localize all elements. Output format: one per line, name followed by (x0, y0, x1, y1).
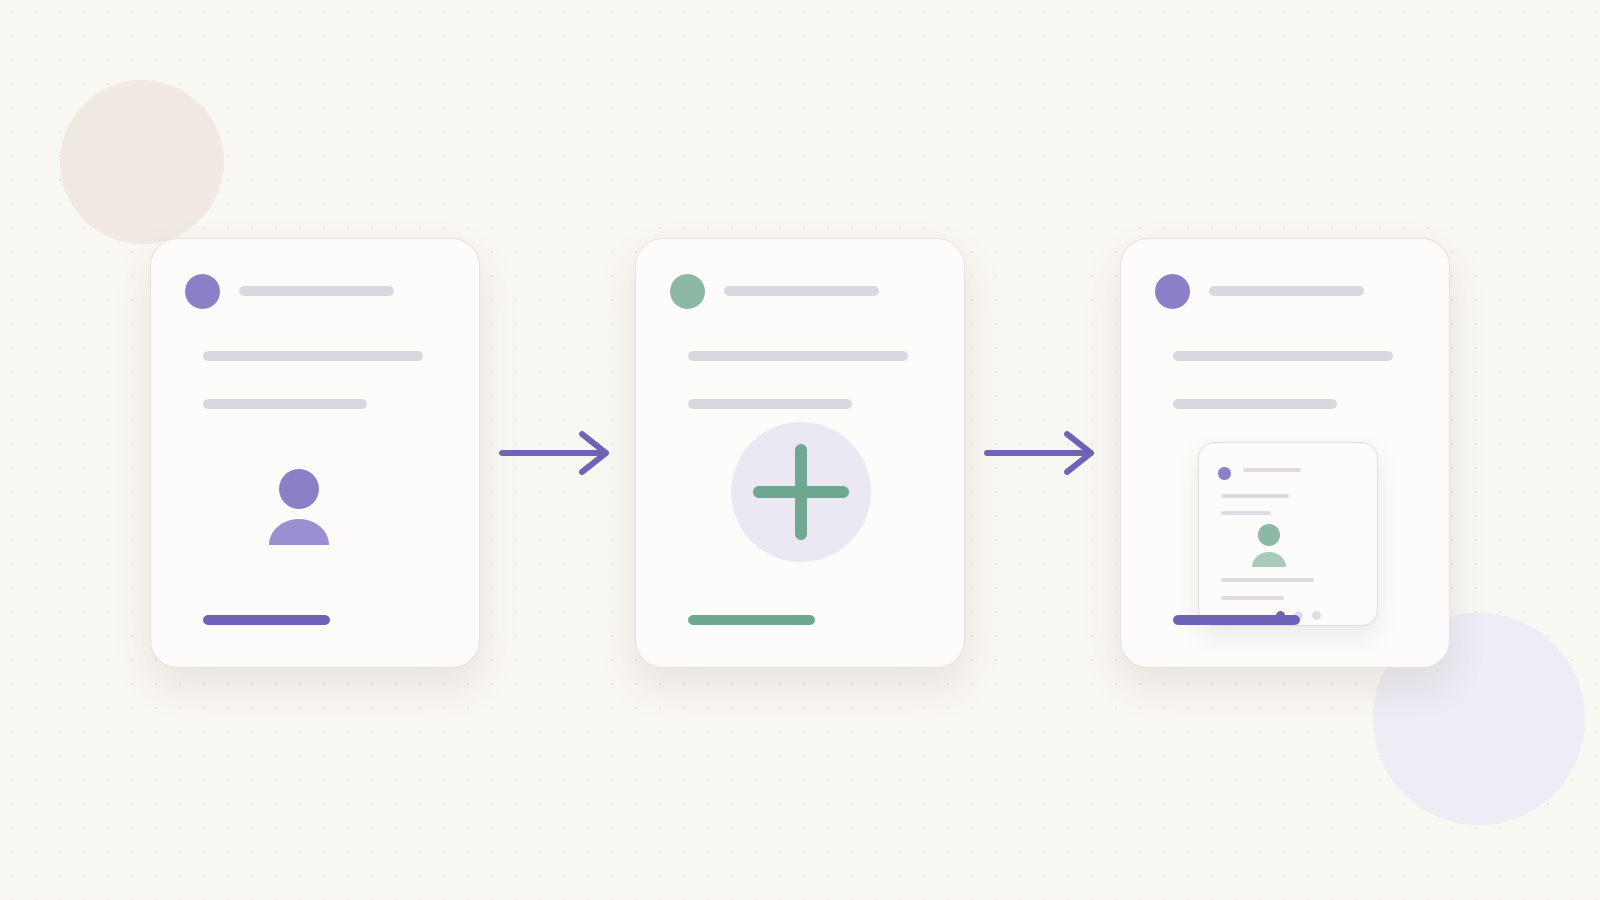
plus-icon (753, 444, 849, 540)
card-avatar-dot (1155, 274, 1190, 309)
decorative-blob-peach (60, 80, 224, 244)
card-avatar-dot (185, 274, 220, 309)
add-card (635, 238, 965, 668)
right-arrow-icon (499, 431, 609, 475)
result-card (1120, 238, 1450, 668)
person-icon (269, 469, 329, 545)
card-title-placeholder (239, 286, 394, 296)
profile-card (150, 238, 480, 668)
person-icon (1252, 524, 1286, 567)
card-text-line-placeholder (688, 351, 908, 361)
card-footer-bar (688, 615, 815, 625)
card-title-placeholder (724, 286, 879, 296)
mini-avatar-dot (1218, 467, 1231, 480)
mini-step-dot (1312, 611, 1321, 620)
card-title-placeholder (1209, 286, 1364, 296)
card-avatar-dot (670, 274, 705, 309)
mini-text-line-placeholder (1221, 494, 1289, 498)
nested-card-preview (1198, 442, 1378, 626)
card-text-line-placeholder (1173, 399, 1337, 409)
add-button-circle (731, 422, 871, 562)
mini-text-line-placeholder (1221, 511, 1271, 515)
card-text-line-placeholder (688, 399, 852, 409)
right-arrow-icon (984, 431, 1094, 475)
card-text-line-placeholder (203, 351, 423, 361)
mini-text-line-placeholder (1221, 578, 1314, 582)
card-footer-bar (203, 615, 330, 625)
card-text-line-placeholder (1173, 351, 1393, 361)
mini-title-placeholder (1243, 468, 1301, 472)
card-text-line-placeholder (203, 399, 367, 409)
mini-text-line-placeholder (1221, 596, 1284, 600)
card-footer-bar (1173, 615, 1300, 625)
